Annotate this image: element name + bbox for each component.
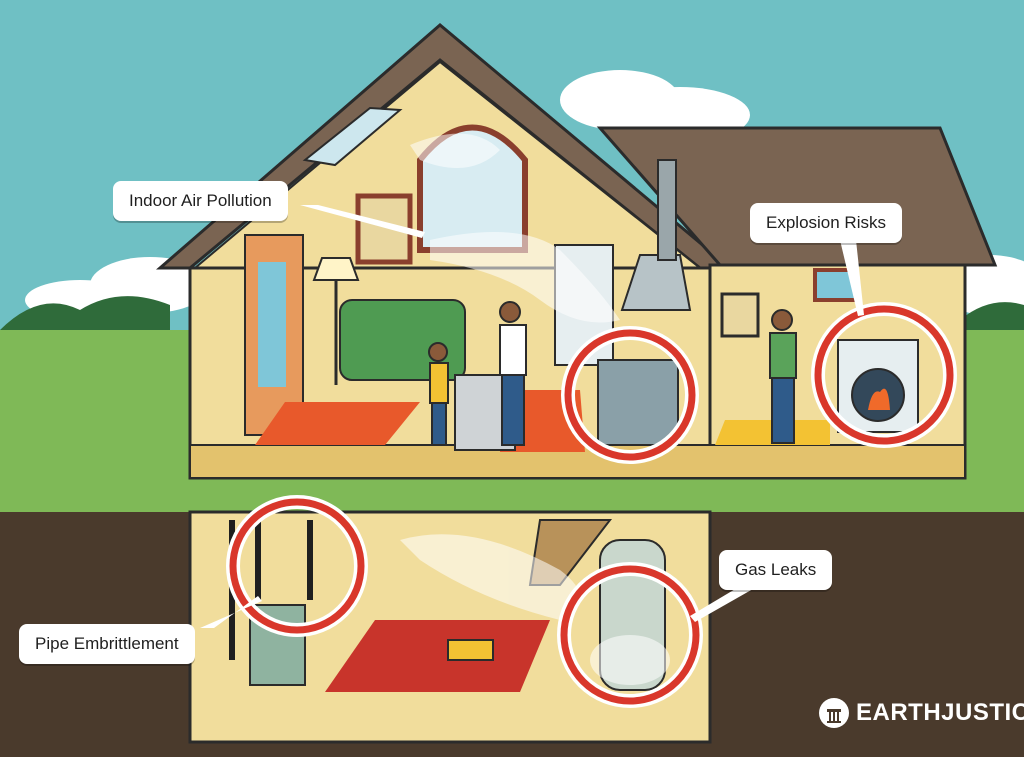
basement-rug <box>325 620 550 692</box>
people <box>428 301 797 446</box>
door-glass <box>258 262 286 387</box>
globe-pillar-icon <box>819 698 849 728</box>
living-room-rug <box>255 402 420 445</box>
callout-indoor-air-pollution: Indoor Air Pollution <box>113 181 288 221</box>
chimney-pipe <box>657 159 677 261</box>
gas-haze <box>400 133 670 685</box>
earthjustice-logo: EARTHJUSTICE <box>818 694 1024 732</box>
skylight <box>302 106 403 167</box>
gas-stove <box>597 359 679 446</box>
callout-pipe-embrittlement: Pipe Embrittlement <box>19 624 195 664</box>
toy-truck <box>447 639 494 661</box>
highlight-rings <box>226 302 957 708</box>
callout-gas-leaks: Gas Leaks <box>719 550 833 590</box>
side-room-picture <box>720 292 760 338</box>
callout-explosion-risks: Explosion Risks <box>750 203 902 243</box>
brand-name: EARTHJUSTICE <box>856 699 1024 726</box>
floor-lamp-shade <box>312 257 360 281</box>
callout-pointers <box>200 205 864 628</box>
dryer-flame <box>868 388 890 410</box>
